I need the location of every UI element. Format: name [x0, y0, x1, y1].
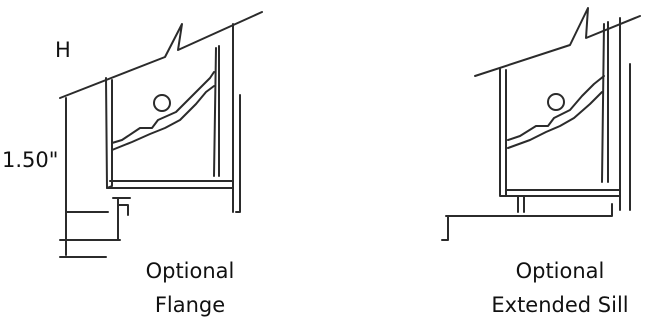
inner-post [213, 45, 220, 177]
flange [112, 197, 131, 241]
left-wall [499, 67, 507, 197]
extended-sill [441, 195, 613, 241]
detail-optional-extended-sill [441, 7, 641, 241]
dimension-line [59, 97, 121, 258]
sill-frame [505, 189, 621, 197]
dimension-label: 1.50" [2, 148, 59, 172]
inner-post [601, 21, 609, 183]
weatherstrip-profile [507, 75, 605, 149]
lock-cam [153, 94, 171, 112]
lock-cam [547, 93, 565, 111]
caption-right-line1: Optional [515, 259, 605, 283]
left-wall [105, 77, 113, 189]
caption-right: Optional Extended Sill [470, 254, 650, 322]
right-wall [619, 17, 631, 211]
caption-left-line2: Flange [154, 293, 226, 317]
break-line [59, 11, 263, 99]
height-label: H [55, 38, 71, 62]
caption-left: Optional Flange [120, 254, 260, 322]
caption-right-line2: Extended Sill [491, 293, 629, 317]
sill-frame [106, 180, 234, 189]
caption-left-line1: Optional [145, 259, 235, 283]
break-line [474, 7, 641, 77]
weatherstrip-profile [111, 71, 215, 151]
right-wall [232, 23, 241, 213]
detail-optional-flange [59, 11, 263, 258]
